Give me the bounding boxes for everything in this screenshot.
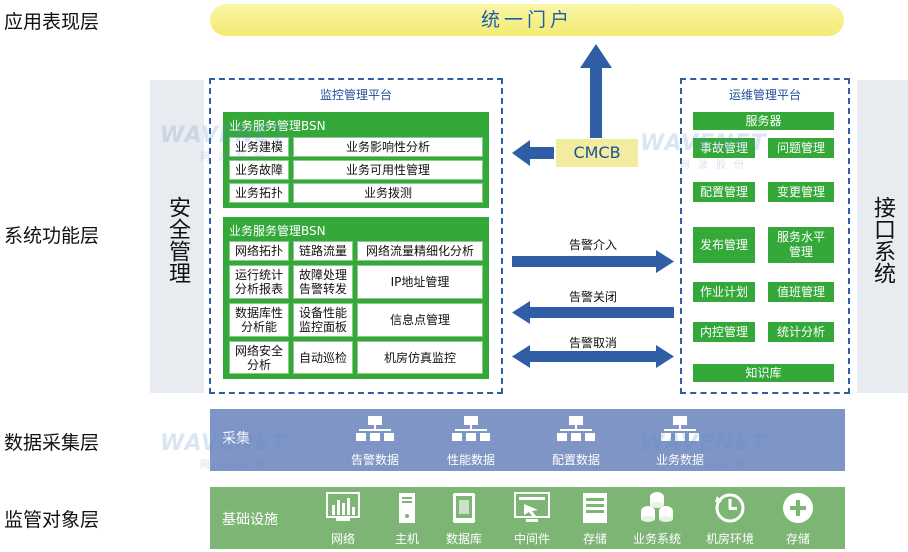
- middleware-screen-icon: [514, 492, 550, 522]
- watermark-sub: 网波股份: [200, 152, 272, 163]
- interface-panel: 接口系统: [857, 80, 908, 393]
- bsn2-cell[interactable]: 机房仿真监控: [357, 341, 483, 374]
- storage-box-icon: [583, 493, 607, 523]
- watermark-brand: WAVENET: [160, 123, 287, 148]
- alert-close-label: 告警关闭: [568, 290, 617, 304]
- data-collection-band: [210, 409, 845, 471]
- ops-item[interactable]: 值班管理: [768, 282, 834, 302]
- alert-cancel-arrow-icon: [512, 345, 674, 368]
- cmcb-box: CMCB: [556, 139, 638, 167]
- database-tablet-icon: [453, 493, 475, 523]
- object-label: 数据库: [445, 532, 482, 546]
- host-tower-icon: [399, 493, 415, 523]
- hierarchy-icon: [557, 416, 595, 441]
- watermark-sub: 网波股份: [200, 460, 272, 471]
- collection-item-label: 告警数据: [350, 453, 399, 467]
- object-label: 存储: [785, 532, 810, 546]
- ops-platform-title: 运维管理平台: [728, 88, 801, 102]
- object-label: 存储: [582, 532, 607, 546]
- watermark-logo: WAVENET 网波股份: [160, 431, 287, 471]
- ops-item[interactable]: 变更管理: [768, 182, 834, 202]
- alert-intervene-label: 告警介入: [568, 238, 617, 252]
- monitor-platform-box: [209, 78, 503, 394]
- bsn2-cell[interactable]: 故障处理告警转发: [293, 265, 353, 299]
- watermark-logo: WAVENET 网波股份: [640, 431, 767, 471]
- bsn2-cell[interactable]: 设备性能监控面板: [293, 303, 353, 337]
- bsn2-cell[interactable]: IP地址管理: [357, 265, 483, 299]
- bsn1-cell[interactable]: 业务故障: [229, 160, 289, 180]
- ops-item[interactable]: 配置管理: [693, 182, 755, 202]
- security-panel: 安全管理: [150, 80, 204, 393]
- layer-label-function: 系统功能层: [4, 225, 100, 247]
- collection-title: 采集: [222, 431, 250, 447]
- bsn1-cell[interactable]: 业务建模: [229, 137, 289, 157]
- watermark-logo: WAVENET 网波股份: [160, 123, 287, 163]
- ops-item[interactable]: 内控管理: [693, 322, 755, 342]
- bsn2-cell[interactable]: 数据库性分析能: [229, 303, 289, 337]
- interface-label: 接口系统: [870, 196, 895, 284]
- plus-circle-icon: [783, 493, 813, 523]
- ops-item[interactable]: 作业计划: [693, 282, 755, 302]
- ops-knowledge-base-button[interactable]: 知识库: [693, 364, 834, 382]
- bsn-panel-2-title: 业务服务管理BSN: [229, 224, 326, 238]
- ops-item[interactable]: 发布管理: [693, 227, 755, 263]
- bsn2-cell[interactable]: 运行统计分析报表: [229, 265, 289, 299]
- layer-label-data: 数据采集层: [4, 432, 100, 454]
- ops-server-button[interactable]: 服务器: [693, 112, 834, 130]
- unified-portal-bar: 统一门户: [210, 4, 844, 36]
- collection-item-label: 配置数据: [551, 453, 600, 467]
- alert-intervene-arrow-icon: [512, 250, 674, 273]
- collection-item-label: 业务数据: [655, 453, 704, 467]
- ops-item[interactable]: 服务水平管理: [768, 227, 834, 263]
- bsn1-cell[interactable]: 业务影响性分析: [293, 137, 483, 157]
- ops-platform-box: [680, 78, 850, 394]
- bsn2-cell[interactable]: 网络安全分析: [229, 341, 289, 374]
- infrastructure-title: 基础设施: [222, 512, 278, 528]
- security-label: 安全管理: [165, 196, 190, 284]
- bsn2-cell[interactable]: 自动巡检: [293, 341, 353, 374]
- watermark-logo: WAVENET 网波股份: [640, 131, 767, 171]
- object-label: 网络: [330, 532, 355, 546]
- watermark-brand: WAVENET: [640, 431, 767, 456]
- watermark-sub: 网波股份: [680, 460, 752, 471]
- layer-label-app: 应用表现层: [4, 11, 100, 33]
- ops-item[interactable]: 统计分析: [768, 322, 834, 342]
- object-label: 业务系统: [632, 532, 681, 546]
- object-label: 机房环境: [705, 532, 754, 546]
- object-label: 中间件: [513, 532, 550, 546]
- alert-close-arrow-icon: [512, 301, 674, 324]
- layer-label-object: 监管对象层: [4, 509, 100, 531]
- watermark-sub: 网波股份: [680, 160, 752, 171]
- watermark-brand: WAVENET: [160, 431, 287, 456]
- left-arrow-icon: [512, 140, 554, 166]
- bsn-panel-1-title: 业务服务管理BSN: [229, 119, 326, 133]
- object-label: 主机: [394, 532, 419, 546]
- collection-item-label: 性能数据: [446, 453, 495, 467]
- bsn1-cell[interactable]: 业务可用性管理: [293, 160, 483, 180]
- bsn2-cell[interactable]: 信息点管理: [357, 303, 483, 337]
- alert-cancel-label: 告警取消: [568, 336, 617, 350]
- bsn2-cell[interactable]: 网络流量精细化分析: [357, 241, 483, 261]
- network-chart-icon: [326, 492, 360, 521]
- business-disks-icon: [641, 492, 673, 522]
- ops-item[interactable]: 事故管理: [693, 138, 755, 158]
- up-arrow-icon: [580, 44, 612, 138]
- bsn2-cell[interactable]: 链路流量: [293, 241, 353, 261]
- hierarchy-icon: [452, 416, 490, 441]
- bsn2-cell[interactable]: 网络拓扑: [229, 241, 289, 261]
- monitor-platform-title: 监控管理平台: [319, 88, 392, 102]
- ops-item[interactable]: 问题管理: [768, 138, 834, 158]
- hierarchy-icon: [356, 416, 394, 441]
- watermark-brand: WAVENET: [640, 131, 767, 156]
- bsn1-cell[interactable]: 业务拓扑: [229, 183, 289, 203]
- room-clock-icon: [715, 493, 745, 523]
- hierarchy-icon: [661, 416, 699, 441]
- bsn1-cell[interactable]: 业务拨测: [293, 183, 483, 203]
